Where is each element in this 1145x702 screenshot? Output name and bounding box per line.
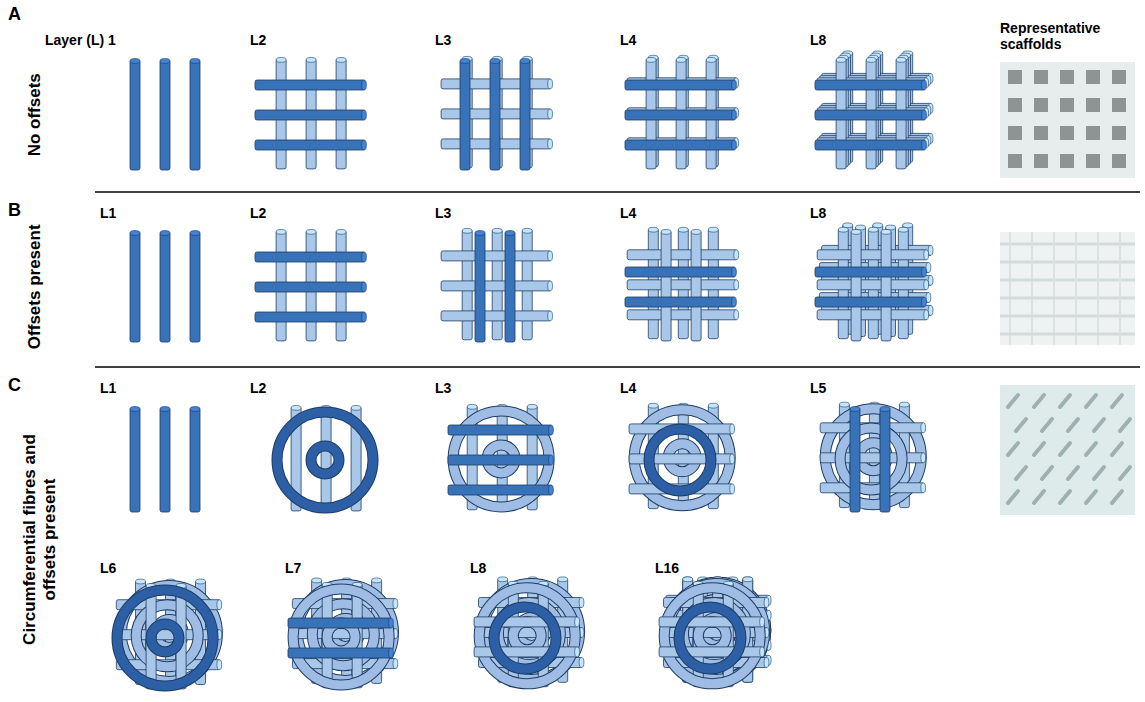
panel-letter: C [8,375,21,396]
scaffold-photo [1000,232,1135,345]
scaffold-photo [1000,62,1135,178]
layer-stack [625,227,739,341]
layer-label: L4 [620,380,636,396]
fibre-layer [850,407,890,512]
layer-label: L3 [435,205,451,221]
fibre-layer [255,252,366,322]
circumferential-fibre [664,588,760,684]
fibre-layer [130,231,200,342]
fibre-layer [146,584,186,689]
circumferential-fibre [277,412,373,508]
layer-label: Layer (L) 1 [45,32,116,48]
circumferential-fibre [479,588,575,684]
layer-stack [277,406,373,511]
fibre-layer [441,251,552,321]
layer-stack [130,407,200,512]
fibre-layer [625,267,736,307]
layer-stack [625,55,739,169]
divider [95,366,1140,368]
column-heading: Representative scaffolds [1000,20,1140,52]
layer-label: L8 [810,32,826,48]
fibre-layer [322,582,362,687]
layer-label: L2 [250,32,266,48]
fibre-layer [627,250,738,320]
layer-label: L3 [435,380,451,396]
row-label: Circumferential fibres and offsets prese… [20,415,59,665]
fibre-layer [817,250,928,320]
layer-label: L6 [100,560,116,576]
layer-stack [815,51,933,169]
divider [95,191,1140,193]
circumferential-fibre [840,428,902,490]
layer-stack [448,404,553,509]
fibre-layer [130,407,200,512]
layer-stack [629,403,734,508]
layer-label: L3 [435,32,451,48]
fibre-layer [460,59,530,170]
fibre-layer [625,80,736,150]
layer-stack [116,579,221,689]
fibre-layer [255,80,366,150]
layer-stack [659,577,771,687]
circumferential-fibre [494,607,556,669]
layer-stack [815,223,933,341]
layer-label: L8 [810,205,826,221]
fibre-layer [288,618,393,658]
circumferential-fibre [679,607,741,669]
circumferential-fibre [649,429,711,491]
layer-label: L2 [250,205,266,221]
circumferential-fibre [117,590,213,686]
fibre-layer [815,80,926,150]
fibre-layer [629,424,734,494]
circumferential-fibre [293,589,389,685]
circumferential-fibre [136,605,198,667]
layer-stack [474,577,584,687]
fibre-layer [475,231,515,342]
layer-stack [255,58,366,169]
panel-letter: A [8,4,21,25]
fibre-layer [130,59,200,170]
layer-stack [820,402,925,512]
fibre-layer [851,230,891,341]
layer-label: L4 [620,32,636,48]
layer-stack [130,231,200,342]
fibre-layer [448,425,553,495]
layer-label: L7 [285,560,301,576]
layer-label: L8 [470,560,486,576]
fibre-layer [661,230,701,341]
layer-label: L1 [100,380,116,396]
layer-stack [255,230,366,341]
row-label: Offsets present [25,187,45,387]
panel-letter: B [8,200,21,221]
row-label: No offsets [25,15,45,215]
layer-stack [288,578,398,688]
scaffold-photo [1000,385,1135,515]
fibre-layer [820,423,925,493]
layer-label: L5 [810,380,826,396]
layer-label: L4 [620,205,636,221]
layer-label: L16 [655,560,679,576]
layer-label: L2 [250,380,266,396]
layer-stack [441,228,552,342]
layer-stack [441,56,552,170]
layer-label: L1 [100,205,116,221]
fibre-layer [815,267,926,307]
layer-stack [130,59,200,170]
